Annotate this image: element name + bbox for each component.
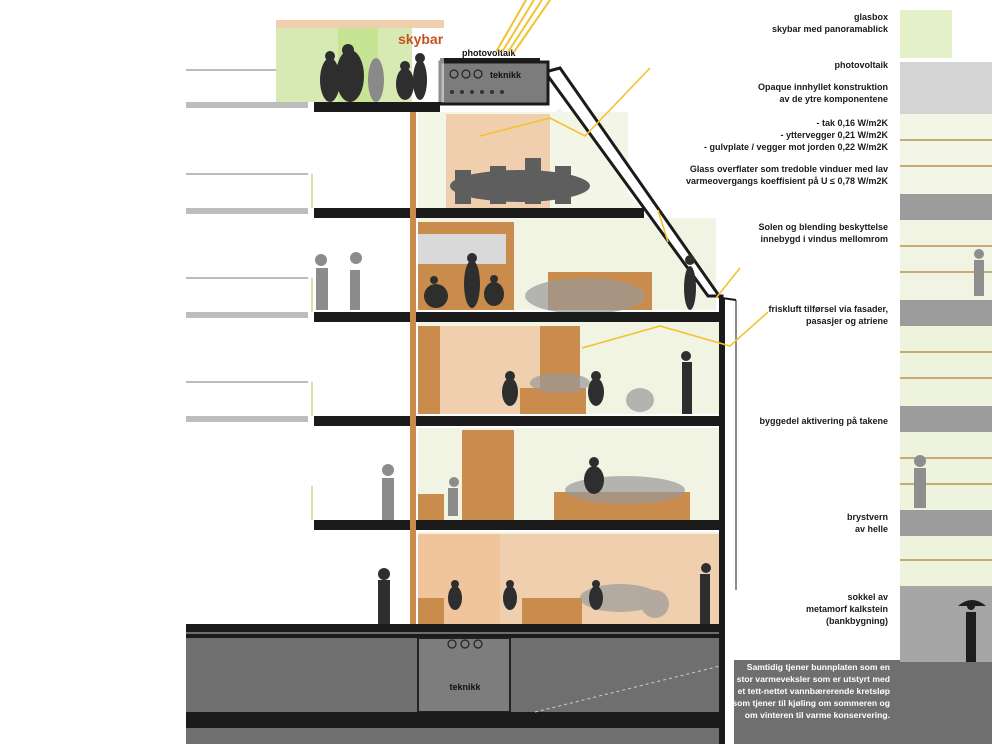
pipe-icon <box>460 639 470 649</box>
pipe-icon <box>447 639 457 649</box>
pipe-icon <box>473 639 483 649</box>
annotation-envelope: - yttervegger 0,21 W/m2K <box>780 130 888 140</box>
balcony-rails <box>186 69 308 383</box>
caption-box <box>734 660 992 744</box>
annotation-envelope: Opaque innhyllet konstruktion <box>758 82 888 92</box>
basement-teknikk-room <box>417 637 511 713</box>
annotation-glazing: Glass overflater som tredoble vinduer me… <box>690 164 888 174</box>
caption-line: Samtidig tjener bunnplaten som en <box>747 662 890 672</box>
caption-line: om vinteren til varme konservering. <box>745 710 890 720</box>
skybar-label: skybar <box>398 31 444 47</box>
umbrella-figure <box>958 600 986 662</box>
annotation-envelope: - tak 0,16 W/m2K <box>816 118 888 128</box>
annotation-plinth: sokkel av <box>847 592 888 602</box>
pv-panel <box>440 58 540 62</box>
pipe-icon <box>449 69 459 79</box>
annotation-envelope: - gulvplate / vegger mot jorden 0,22 W/m… <box>704 142 889 152</box>
strip-people <box>914 249 984 508</box>
annotation-freshair: pasasjer og atriene <box>806 316 888 326</box>
caption-line: et tett-nettet vannbærerende kretsløp <box>738 686 890 696</box>
material-strip-rules <box>900 139 992 561</box>
photovoltaik-roof-label: photovoltaik <box>462 48 516 58</box>
balcony-people <box>315 252 459 520</box>
annotation-photovoltaik: photovoltaik <box>835 60 889 70</box>
annotation-plinth: metamorf kalkstein <box>806 604 888 614</box>
sun-rays <box>495 0 551 53</box>
pipe-icon <box>473 69 483 79</box>
floor-slabs <box>186 102 722 632</box>
annotation-glasbox: glasbox <box>854 12 888 22</box>
annotation-glazing: varmeovergangs koeffisient på U ≤ 0,78 W… <box>686 176 889 186</box>
annotation-activation: byggedel aktivering på takene <box>759 416 888 426</box>
basement-teknikk-label: teknikk <box>449 682 481 692</box>
roof-teknikk-label: teknikk <box>490 70 522 80</box>
people-silhouettes <box>378 253 711 624</box>
pipe-icon <box>461 69 471 79</box>
annotation-sunshade: innebygd i vindus mellomrom <box>760 234 888 244</box>
ground-slab <box>186 634 722 638</box>
annotation-parapet: brystvern <box>847 512 888 522</box>
skybar-roof <box>276 20 444 28</box>
roof-vents <box>450 90 504 94</box>
meeting-group <box>450 158 590 204</box>
annotation-glasbox: skybar med panoramablick <box>772 24 889 34</box>
annotation-freshair: friskluft tilførsel via fasader, <box>768 304 888 314</box>
annotation-parapet: av helle <box>855 524 888 534</box>
caption-line: som tjener til kjøling om sommeren og <box>732 698 890 708</box>
caption-line: stor varmeveksler som er utstyrt med <box>737 674 890 684</box>
annotation-envelope: av de ytre komponentene <box>779 94 888 104</box>
roof-teknikk-room <box>438 60 550 106</box>
sun-angle-lines <box>479 67 769 349</box>
annotation-sunshade: Solen og blending beskyttelse <box>758 222 888 232</box>
material-strip <box>900 10 992 662</box>
foundation-slab <box>186 712 722 728</box>
skybar-people <box>320 44 427 102</box>
west-facade <box>410 112 416 624</box>
annotation-plinth: (bankbygning) <box>826 616 888 626</box>
